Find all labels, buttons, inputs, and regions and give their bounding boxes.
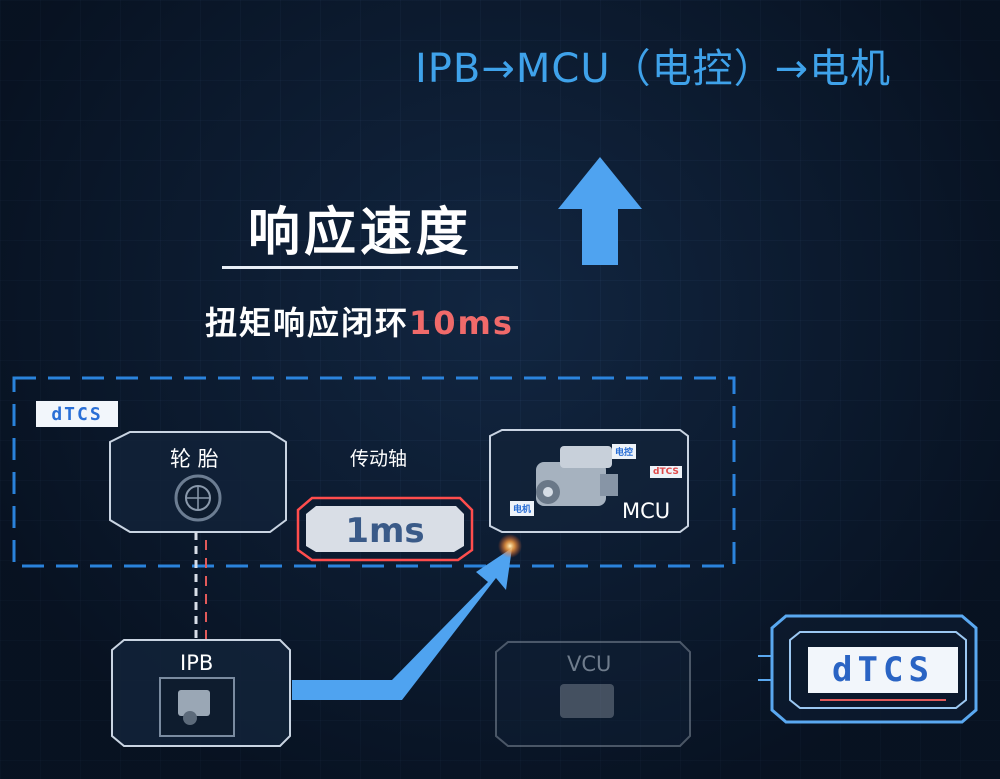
dtcs-region-tag: dTCS (36, 401, 118, 427)
up-arrow-icon (558, 157, 642, 265)
mcu-label: MCU (622, 499, 671, 523)
latency-box-frame (296, 496, 474, 562)
mcu-tag-motor: 电机 (510, 501, 535, 516)
ipb-label: IPB (180, 651, 214, 675)
subheading: 扭矩响应闭环10ms (205, 298, 514, 344)
heading: 响应速度 (248, 203, 473, 263)
subheading-value: 10ms (409, 304, 514, 342)
tire-label: 轮 胎 (170, 447, 219, 471)
tire-node-frame (109, 431, 287, 533)
heading-underline (222, 266, 518, 269)
dtcs-region-outline (12, 376, 736, 568)
shaft-label: 传动轴 (350, 448, 408, 470)
dtcs-badge-frame (758, 614, 978, 724)
flow-arrow (292, 548, 512, 700)
ipb-node-frame (111, 639, 291, 747)
vcu-node-frame (495, 641, 691, 747)
subheading-text: 扭矩响应闭环 (205, 304, 410, 342)
vcu-label: VCU (567, 652, 612, 676)
mcu-node-frame (489, 429, 689, 533)
mcu-tag-controller: 电控 (612, 444, 637, 459)
mcu-tag-dtcs: dTCS (650, 466, 682, 478)
dtcs-badge-label: dTCS (832, 650, 934, 690)
flow-title: IPB→MCU（电控）→电机 (415, 46, 892, 92)
latency-value: 1ms (345, 511, 425, 551)
spark-glow (498, 534, 522, 558)
